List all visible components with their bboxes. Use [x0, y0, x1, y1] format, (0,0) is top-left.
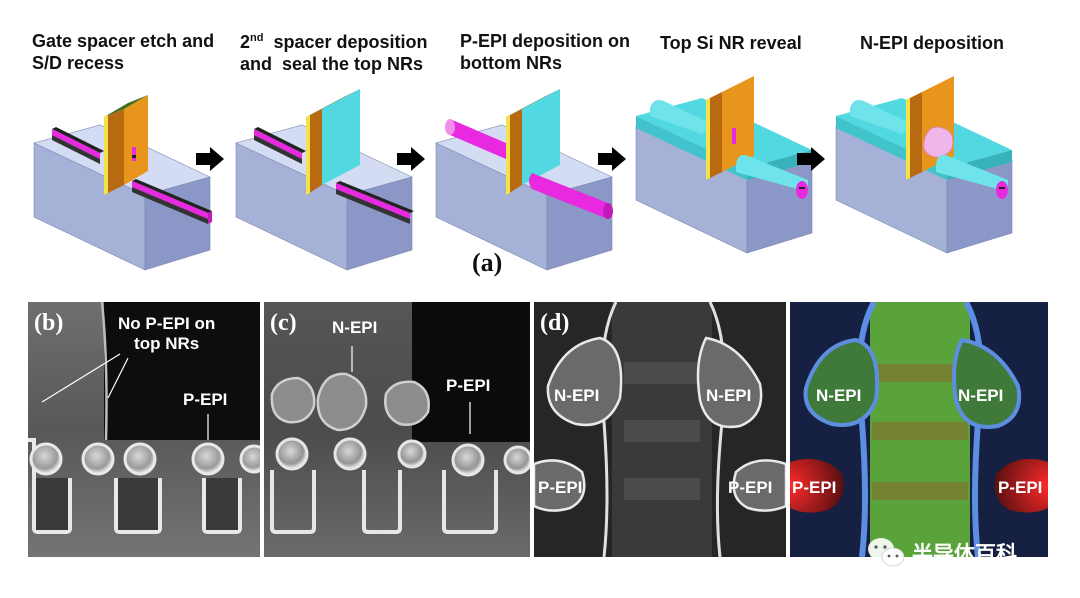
- n-epi-bump: [923, 126, 954, 158]
- top-nr-reveal: [736, 155, 808, 199]
- top-nr-reveal: [936, 155, 1008, 199]
- panel-b-id: (b): [34, 310, 64, 336]
- arrow-right-icon: [797, 147, 825, 171]
- step-5-title: N-EPI deposition: [860, 32, 1004, 54]
- panel-e-pepi-left: P-EPI: [792, 478, 837, 497]
- panel-d-pepi-right: P-EPI: [728, 478, 773, 497]
- p-epi-left: [445, 119, 509, 159]
- wechat-icon: [868, 538, 905, 567]
- p-epi-right: [529, 173, 613, 219]
- step-3-title-line2: bottom NRs: [460, 53, 562, 73]
- gate-stack: [104, 95, 148, 195]
- step-4-diagram: [635, 76, 813, 254]
- panel-c-nepi-label: N-EPI: [332, 318, 378, 337]
- panel-d-nepi-left: N-EPI: [554, 386, 600, 405]
- panel-a-label: (a): [472, 248, 503, 277]
- step-1-diagram: [33, 95, 212, 271]
- step-2-ordinal-suffix: nd: [250, 32, 264, 44]
- step-3-title: P-EPI deposition on bottom NRs: [460, 30, 630, 74]
- step-5-diagram: [835, 76, 1013, 254]
- panel-c-id: (c): [270, 310, 297, 336]
- step-2-title-line1: 2nd spacer deposition: [240, 27, 428, 53]
- panel-e-nepi-left: N-EPI: [816, 386, 862, 405]
- arrow-right-icon: [598, 147, 626, 171]
- watermark: 半导体百科: [866, 533, 1017, 573]
- panel-c-pepi-label: P-EPI: [446, 376, 491, 395]
- step-1-title-line1: Gate spacer etch and: [32, 31, 215, 51]
- fin-stack-right: [132, 179, 212, 224]
- fin-stack-left: [52, 127, 104, 164]
- panel-e-nepi-right: N-EPI: [958, 386, 1004, 405]
- step-4-title: Top Si NR reveal: [660, 32, 802, 54]
- panel-d-id: (d): [540, 310, 570, 336]
- step-1-title: Gate spacer etch and S/D recess: [32, 30, 214, 74]
- step-2-title-line2: and seal the top NRs: [240, 54, 424, 74]
- step-2-title-rest: spacer deposition: [263, 32, 428, 52]
- step-2-ordinal: 2: [240, 32, 251, 52]
- step-3-title-line1: P-EPI deposition on: [460, 31, 630, 51]
- panel-e-pepi-right: P-EPI: [998, 478, 1043, 497]
- fin-stack-left: [254, 127, 306, 164]
- step-5-title-line1: N-EPI deposition: [860, 33, 1004, 53]
- micrograph-c: (c) N-EPI P-EPI: [264, 302, 530, 557]
- panel-d-pepi-left: P-EPI: [538, 478, 583, 497]
- gate-with-spacer: [506, 89, 560, 195]
- panel-b-pepi-label: P-EPI: [183, 390, 228, 409]
- panel-d-nepi-right: N-EPI: [706, 386, 752, 405]
- step-1-title-line2: S/D recess: [32, 53, 125, 73]
- step-3-diagram: [435, 89, 613, 271]
- micrograph-b: (b) No P-EPI on top NRs P-EPI: [28, 302, 260, 557]
- fin-stack-right: [336, 181, 414, 224]
- step-2-title: 2nd spacer deposition and seal the top N…: [240, 27, 428, 75]
- panel-b-annotation: No P-EPI on top NRs: [118, 314, 216, 353]
- edx-map: N-EPI N-EPI P-EPI P-EPI: [790, 302, 1048, 557]
- step-2-diagram: [235, 89, 414, 271]
- watermark-text: 半导体百科: [912, 542, 1017, 566]
- arrow-right-icon: [196, 147, 224, 171]
- gate-with-spacer: [706, 76, 754, 180]
- gate-with-spacer: [306, 89, 360, 195]
- arrow-right-icon: [397, 147, 425, 171]
- micrograph-d: (d) N-EPI N-EPI P-EPI P-EPI: [534, 302, 786, 557]
- step-4-title-line1: Top Si NR reveal: [660, 33, 802, 53]
